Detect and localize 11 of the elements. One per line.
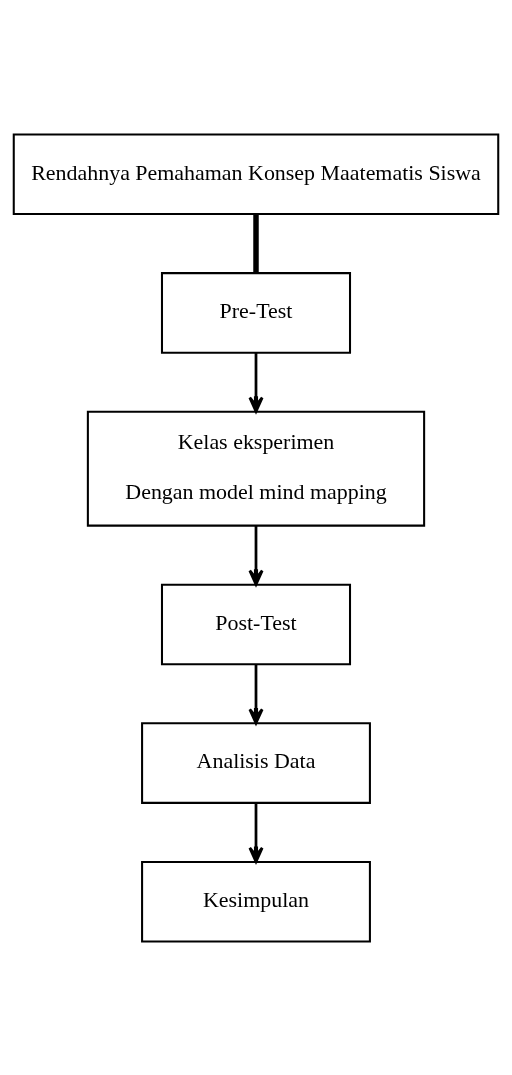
connector — [253, 213, 259, 273]
arrow — [248, 802, 264, 863]
arrow — [248, 663, 264, 724]
node-box: Rendahnya Pemahaman Konsep Maatematis Siswa — [12, 132, 500, 215]
node-box: Kesimpulan — [141, 860, 371, 943]
node-box: Analisis Data — [141, 721, 371, 804]
node-box: Pre-Test — [160, 271, 352, 354]
node-box: Post-Test — [160, 583, 352, 665]
arrow — [248, 352, 264, 413]
arrow — [248, 525, 264, 586]
node-box: Kelas eksperimen Dengan model mind mapping — [86, 410, 426, 527]
